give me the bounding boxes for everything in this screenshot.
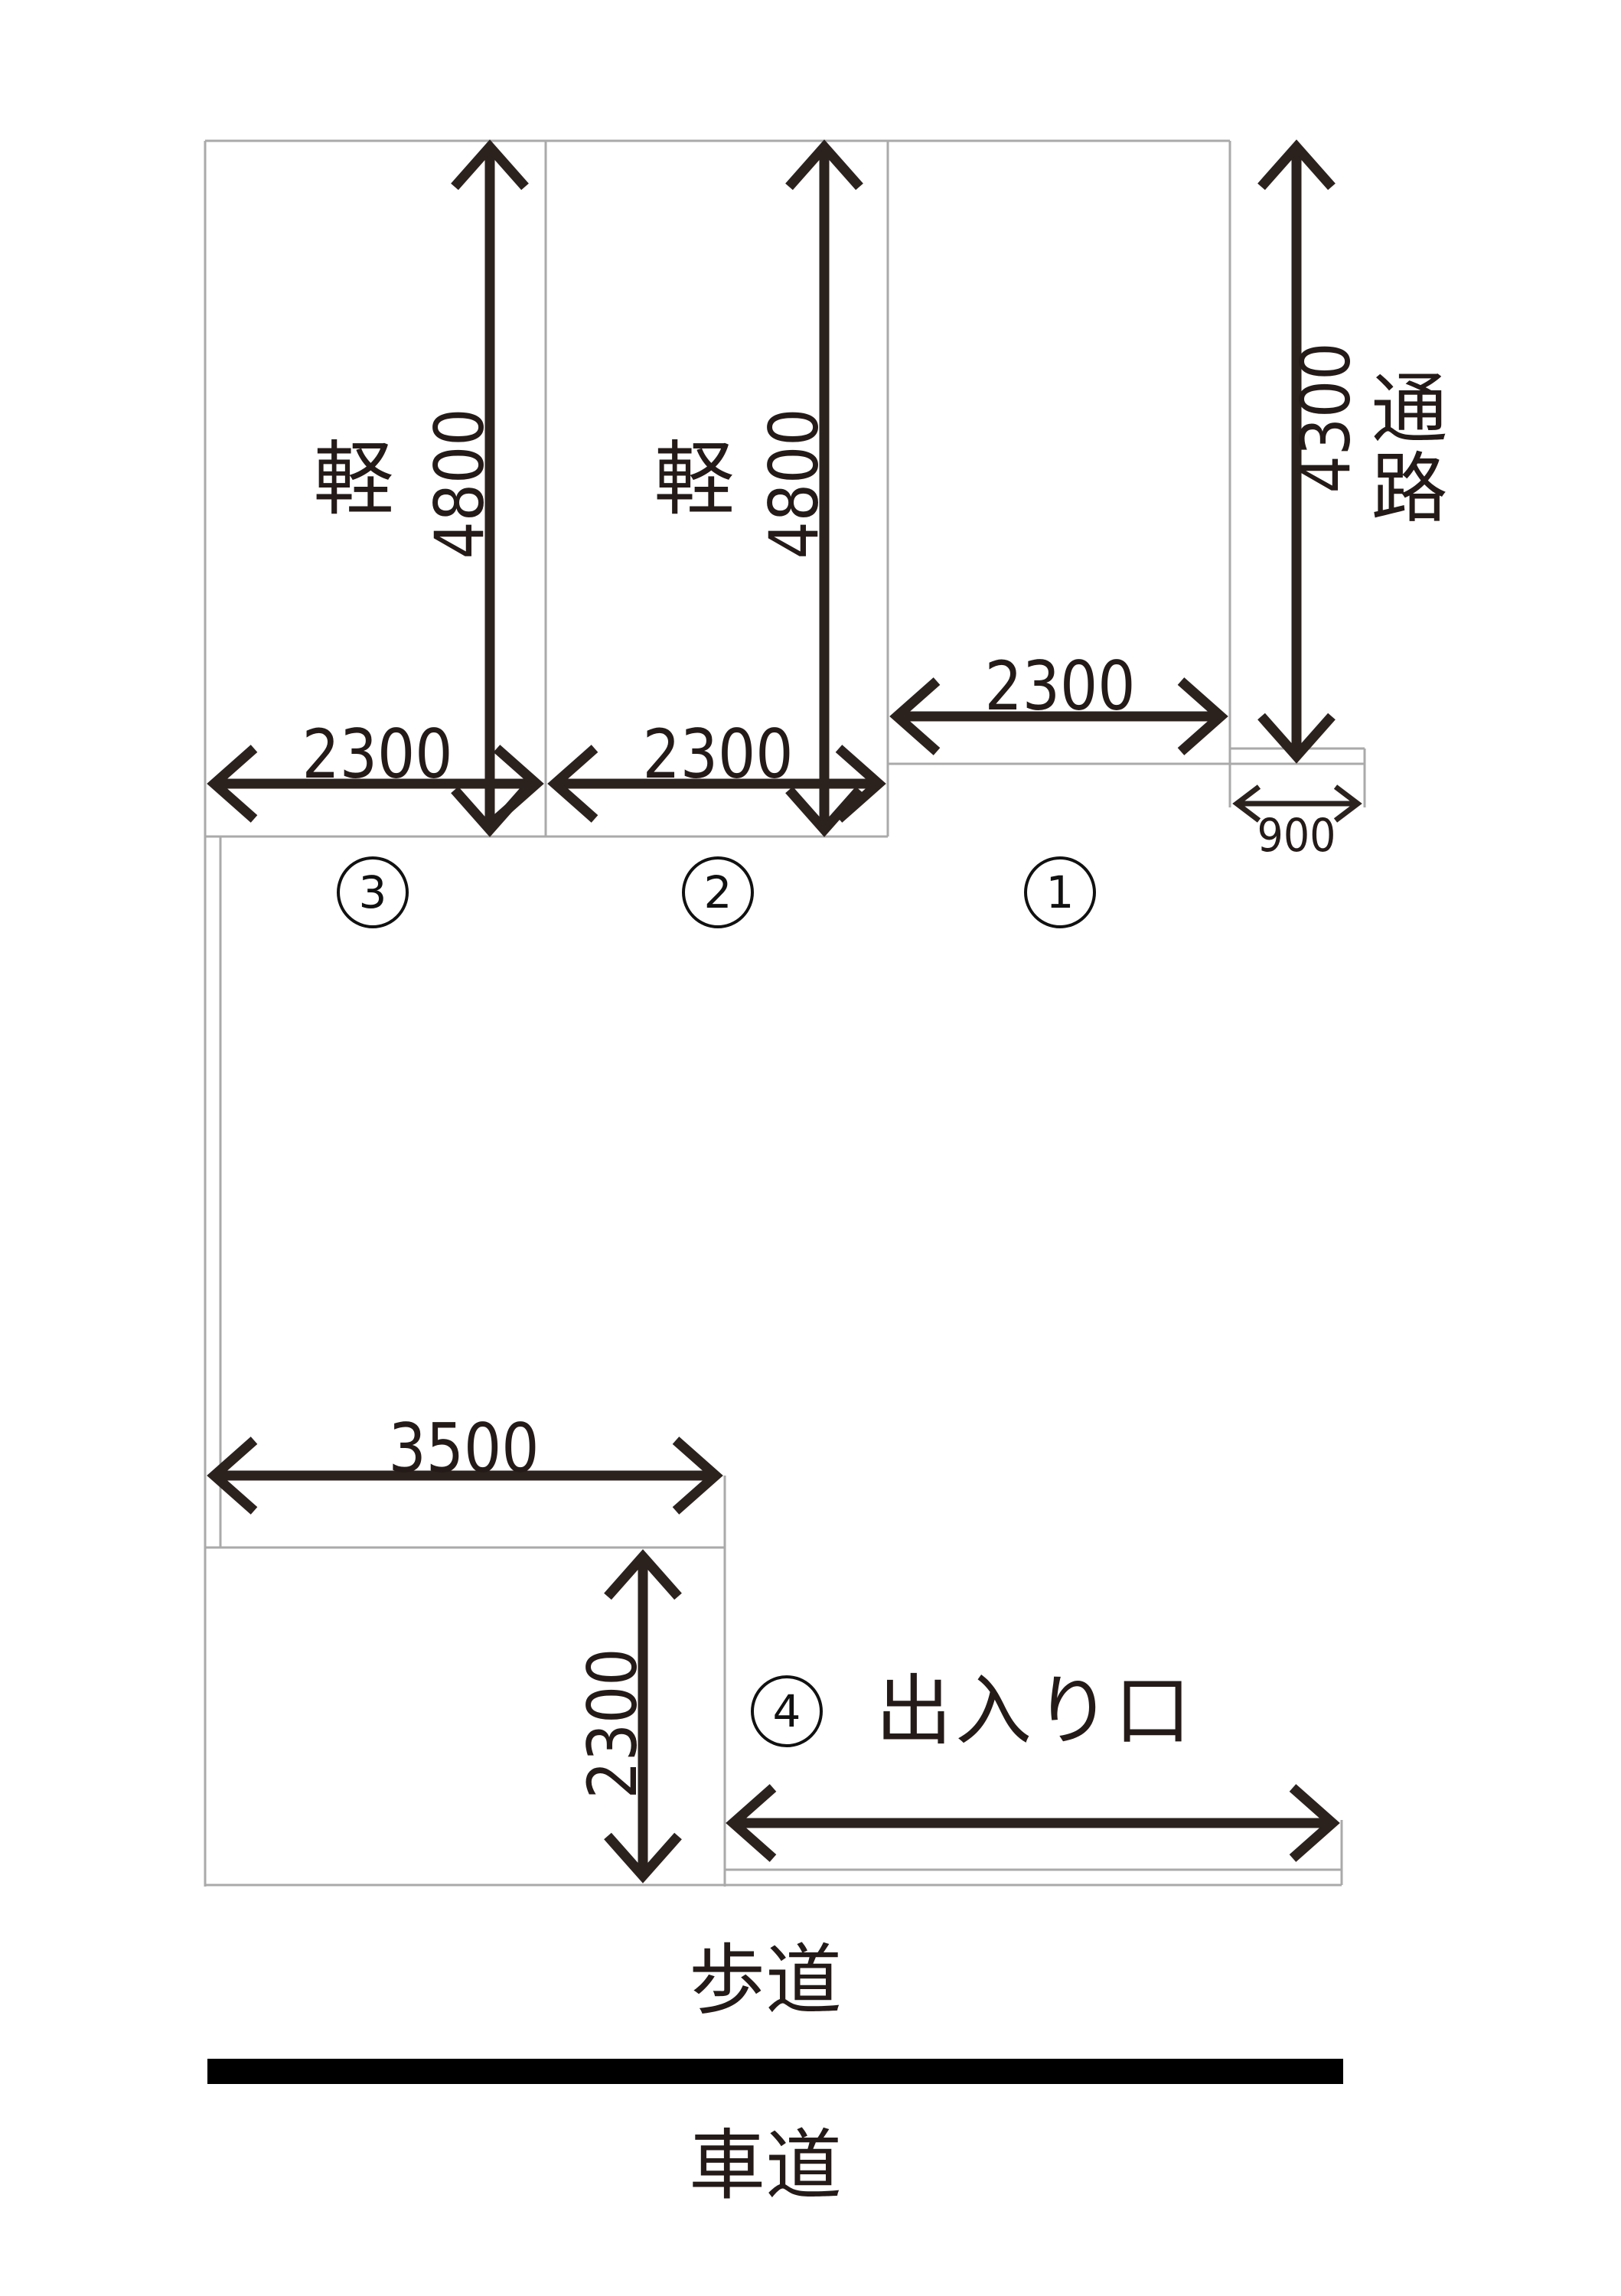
space3-vehicle-label: 軽 [313,432,394,527]
sidewalk-label: 歩道 [689,1936,842,2025]
edge-offset-arrow-head-left [1232,784,1261,823]
space1-width-text: 2300 [984,647,1136,726]
space2-depth-arrow-head-top [785,139,863,191]
space3-width-arrow-head-right [493,745,544,823]
space3-depth-arrow-head-top [451,139,529,191]
entrance-label: 出入り口 [876,1666,1194,1756]
aisle-label: 通路 [1358,368,1447,527]
space1-number: 1 [1045,866,1075,918]
space3-width-arrow-head-left [207,745,258,823]
lower-depth-arrow-head-top [604,1549,682,1600]
lower-width-arrow-head-left [207,1437,258,1515]
aisle-width-arrow-head-top [1257,139,1336,191]
road-edge-bar [207,2059,1343,2084]
dimension-arrows [207,139,1362,1883]
space2-vehicle-label: 軽 [654,432,735,527]
lower-depth-arrow-head-bottom [604,1832,682,1883]
road-label: 車道 [689,2121,842,2210]
lower-width-text: 3500 [388,1409,540,1488]
entrance-span-arrow-head-right [1289,1784,1340,1862]
space2-number-badge: 2 [682,856,754,928]
space3-depth-text: 4800 [420,408,499,559]
lower-width-arrow-head-right [672,1437,723,1515]
lot-boundaries [204,139,1366,1887]
space1-width-arrow-head-left [889,677,941,755]
entrance-number-badge: 4 [751,1675,823,1747]
space3-number: 3 [358,866,387,918]
aisle-width-arrow-head-bottom [1257,713,1336,764]
aisle-width-text: 4300 [1287,342,1365,494]
space1-width-arrow-head-right [1177,677,1228,755]
space3-width-text: 2300 [302,715,453,794]
space2-width-text: 2300 [642,715,794,794]
space2-width-arrow-head-left [547,745,598,823]
space2-width-arrow-head-right [835,745,886,823]
lower-depth-text: 2300 [573,1648,652,1799]
space2-depth-arrow-head-bottom [785,786,863,837]
space2-number: 2 [703,866,732,918]
space2-depth-text: 4800 [755,408,833,559]
edge-offset-text: 900 [1257,809,1336,863]
entrance-span-arrow-head-left [726,1784,777,1862]
entrance-number: 4 [772,1685,801,1737]
edge-offset-arrow-head-right [1333,784,1362,823]
space1-number-badge: 1 [1024,856,1096,928]
space3-number-badge: 3 [337,856,409,928]
